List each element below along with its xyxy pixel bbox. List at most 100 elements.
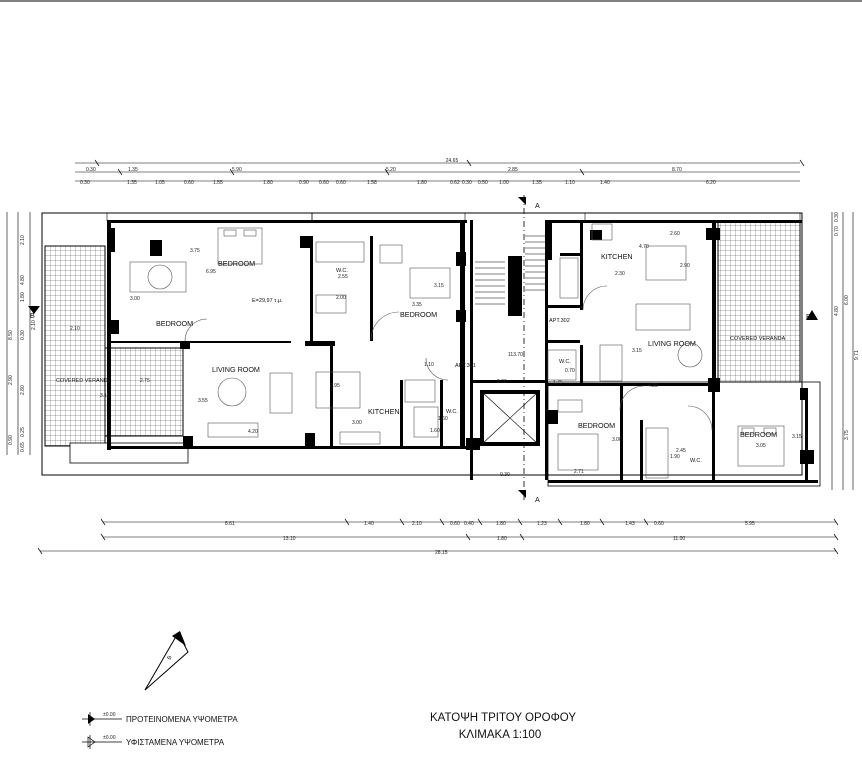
dim-label: 113.70 — [508, 352, 523, 358]
dim-label: 3.15 — [100, 393, 110, 399]
dim-label: 3.05 — [756, 443, 766, 449]
apartment-label-302: APT.302 — [549, 318, 570, 324]
dim-label: 0.70 — [565, 368, 575, 374]
dim-label: 2.80 — [20, 385, 26, 395]
dim-label: 2.10 — [31, 320, 37, 330]
dim-label: 1.90 — [670, 454, 680, 460]
dim-bottom-row2: 13.10 1.80 11.00 — [283, 536, 685, 542]
section-a-bottom-label: A — [535, 495, 540, 504]
dim-label: 0.40 — [464, 521, 474, 527]
section-a-top-arrow — [518, 197, 526, 205]
dim-label: 0.70 — [834, 226, 840, 236]
dim-label: 3.15 — [632, 348, 642, 354]
top-dimension-lines — [75, 162, 800, 182]
dim-label: 1.05 — [155, 180, 165, 186]
legend-proposed-label: ΠΡΟΤΕΙΝΟΜΕΝΑ ΥΨΟΜΕΤΡΑ — [126, 715, 238, 724]
section-b-left-arrow — [28, 306, 40, 314]
dim-label: 1.00 — [499, 180, 509, 186]
dim-label: 2.00 — [336, 295, 346, 301]
dim-label: 0.90 — [299, 180, 309, 186]
dim-label: 1.10 — [565, 180, 575, 186]
dim-label: 2.60 — [670, 231, 680, 237]
bottom-ticks — [37, 518, 839, 555]
dim-label: 13.10 — [283, 536, 296, 542]
dim-label: 1.35 — [532, 180, 542, 186]
dim-top-total: 24.65 — [446, 158, 459, 164]
room-labels: BEDROOM BEDROOM BEDROOM BEDROOM BEDROOM … — [56, 252, 786, 464]
room-label: KITCHEN — [368, 407, 400, 416]
room-label: BEDROOM — [740, 430, 777, 439]
dim-label: 2.71 — [574, 469, 584, 475]
dim-label: 1.10 — [424, 362, 434, 368]
dim-label: 1.35 — [128, 167, 138, 173]
section-b-right-label: B — [806, 312, 811, 321]
section-b-left-label: B — [30, 311, 35, 320]
room-label: W.C. — [336, 268, 348, 274]
dim-label: 2.75 — [140, 378, 150, 384]
dim-label: 1.80 — [496, 521, 506, 527]
dim-label: 0.30 — [834, 212, 840, 222]
dim-label: 4.80 — [20, 275, 26, 285]
dim-label: 2.95 — [330, 383, 340, 389]
dim-label: 6.20 — [706, 180, 716, 186]
section-a-top-label: A — [535, 201, 540, 210]
apartment-label-301: APT.301 — [455, 363, 476, 369]
dim-label: 0.30 — [500, 472, 510, 478]
dim-label: 4.20 — [248, 429, 258, 435]
dim-label: 4.25 — [648, 383, 658, 389]
dim-label: 2.20 — [497, 379, 507, 385]
legend-existing-mark: ±0.00 — [103, 735, 116, 741]
dim-label: 11.00 — [673, 536, 685, 542]
dim-left-labels: 2.10 4.80 1.80 8.50 0.30 2.10 2.90 2.80 … — [8, 235, 37, 452]
section-a-bottom-arrow — [518, 490, 526, 498]
dim-label: 0.30 — [20, 330, 26, 340]
dim-label: 4.70 — [639, 244, 649, 250]
dim-label: 1.55 — [213, 180, 223, 186]
legend: ±0.00 ΠΡΟΤΕΙΝΟΜΕΝΑ ΥΨΟΜΕΤΡΑ ±0.00 ΥΦΙΣΤΑ… — [82, 712, 238, 749]
dim-label: 0.60 — [336, 180, 346, 186]
dim-label: 0.60 — [450, 521, 460, 527]
dim-bottom-total: 28.15 — [435, 550, 448, 556]
dim-label: 2.10 — [20, 235, 26, 245]
dim-label: 2.10 — [412, 521, 422, 527]
dim-label: 0.60 — [319, 180, 329, 186]
dim-label: 2.30 — [615, 271, 625, 277]
dim-label: 2.45 — [676, 448, 686, 454]
room-label: LIVING ROOM — [648, 339, 696, 348]
dim-label: 1.58 — [367, 180, 377, 186]
dim-label: 0.62 — [450, 180, 460, 186]
bottom-dimension-lines — [40, 521, 836, 552]
dim-label: 0.25 — [20, 427, 26, 437]
dim-label: 1.23 — [537, 521, 547, 527]
dim-label: 1.60 — [438, 416, 448, 422]
room-label: COVERED VERANDA — [730, 336, 786, 342]
dim-label: 1.43 — [625, 521, 635, 527]
stairs — [475, 235, 545, 445]
veranda-left — [44, 245, 189, 464]
furniture — [129, 223, 785, 479]
room-label: W.C. — [559, 359, 571, 365]
dim-label: 5.90 — [232, 167, 242, 173]
dim-top-row2: 0.30 1.35 5.90 5.20 2.85 8.70 — [86, 167, 682, 173]
dim-label: 0.65 — [20, 442, 26, 452]
dim-label: 1.80 — [20, 292, 26, 302]
dim-label: 3.00 — [612, 437, 622, 443]
area-note: E=29,97 τ.μ. — [252, 298, 283, 304]
dim-label: 1.80 — [263, 180, 273, 186]
dim-label: 2.10 — [70, 326, 80, 332]
drawing-title: ΚΑΤΟΨΗ ΤΡΙΤΟΥ ΟΡΟΦΟΥ — [430, 712, 576, 724]
dim-label: 1.40 — [600, 180, 610, 186]
dim-label: 3.15 — [434, 283, 444, 289]
dim-label: 9.71 — [854, 350, 860, 360]
interior-dims: 3.75 6.95 3.00 2.10 2.75 3.15 2.55 2.00 … — [70, 231, 802, 478]
dim-label: 3.35 — [412, 302, 422, 308]
dim-label: 6.00 — [844, 295, 850, 305]
dim-label: 8.61 — [225, 521, 235, 527]
dim-label: 1.35 — [127, 180, 137, 186]
dim-label: 3.00 — [352, 420, 362, 426]
dim-label: 0.60 — [184, 180, 194, 186]
dim-label: 1.80 — [580, 521, 590, 527]
dim-label: 1.60 — [430, 428, 440, 434]
dim-ticks — [94, 159, 805, 176]
dim-label: 3.55 — [198, 398, 208, 404]
